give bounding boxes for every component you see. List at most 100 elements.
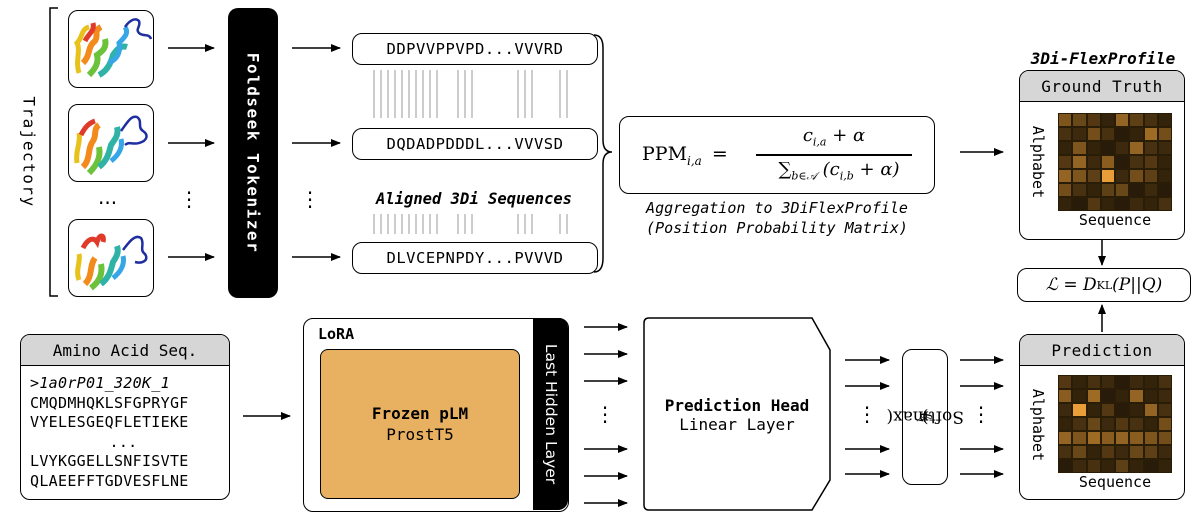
trajectory-label: Trajectory [19, 96, 39, 208]
vertical-ellipsis: ··· [185, 181, 193, 219]
ground-truth-heatmap [1058, 113, 1172, 211]
heatmap-cell [1157, 141, 1172, 155]
heatmap-cell [1115, 445, 1130, 459]
heatmap-cell [1115, 459, 1130, 473]
heatmap-cell [1058, 127, 1073, 141]
heatmap-cell [1100, 445, 1115, 459]
heatmap-cell [1072, 417, 1087, 431]
heatmap-cell [1115, 155, 1130, 169]
heatmap-cell [1072, 389, 1087, 403]
heatmap-cell [1058, 183, 1073, 197]
heatmap-cell [1086, 197, 1101, 211]
prediction-head-subtitle: Linear Layer [679, 415, 795, 434]
aggregation-brace [593, 34, 613, 273]
amino-acid-title: Amino Acid Seq. [21, 335, 229, 366]
amino-acid-card: Amino Acid Seq. >1a0rP01_320K_1 CMQDMHQK… [20, 334, 230, 500]
heatmap-cell [1058, 403, 1073, 417]
heatmap-cell [1157, 127, 1172, 141]
heatmap-cell [1072, 459, 1087, 473]
heatmap-cell [1100, 459, 1115, 473]
sequence-line: LVYKGGELLSNFISVTE [30, 452, 189, 470]
heatmap-cell [1129, 127, 1144, 141]
heatmap-cell [1086, 403, 1101, 417]
alphabet-axis-label: Alphabet [1029, 125, 1047, 199]
heatmap-cell [1157, 431, 1172, 445]
heatmap-cell [1115, 403, 1130, 417]
heatmap-cell [1129, 431, 1144, 445]
heatmap-cell [1129, 459, 1144, 473]
heatmap-cell [1115, 417, 1130, 431]
heatmap-cell [1058, 459, 1073, 473]
trajectory-bracket [49, 7, 58, 297]
heatmap-cell [1115, 431, 1130, 445]
heatmap-cell [1129, 169, 1144, 183]
heatmap-cell [1072, 155, 1087, 169]
heatmap-cell [1129, 403, 1144, 417]
ppm-lhs: PPMi,a = [642, 143, 728, 168]
heatmap-cell [1086, 375, 1101, 389]
heatmap-cell [1115, 375, 1130, 389]
vertical-ellipsis: ··· [977, 396, 985, 434]
heatmap-cell [1086, 417, 1101, 431]
vertical-ellipsis: ··· [863, 396, 871, 434]
heatmap-cell [1086, 155, 1101, 169]
heatmap-cell [1058, 113, 1073, 127]
ppm-numerator: ci,a + α [802, 125, 866, 149]
heatmap-cell [1143, 155, 1158, 169]
heatmap-cell [1143, 403, 1158, 417]
heatmap-cell [1072, 431, 1087, 445]
heatmap-cell [1129, 375, 1144, 389]
heatmap-cell [1129, 141, 1144, 155]
heatmap-cell [1072, 445, 1087, 459]
heatmap-cell [1086, 459, 1101, 473]
sequence-line: ... [109, 432, 138, 451]
sequence-line: VYELESGEQFLETIEKE [30, 413, 189, 431]
heatmap-cell [1143, 445, 1158, 459]
heatmap-cell [1100, 127, 1115, 141]
heatmap-cell [1129, 389, 1144, 403]
heatmap-cell [1157, 459, 1172, 473]
heatmap-cell [1100, 197, 1115, 211]
heatmap-cell [1086, 431, 1101, 445]
heatmap-cell [1129, 183, 1144, 197]
foldseek-tokenizer-block: Foldseek Tokenizer [228, 8, 278, 298]
heatmap-cell [1086, 169, 1101, 183]
prediction-head-text: Prediction Head Linear Layer [644, 396, 830, 434]
alphabet-axis-label: Alphabet [1029, 388, 1047, 462]
heatmap-cell [1157, 183, 1172, 197]
flexprofile-title: 3Di-FlexProfile [1030, 49, 1176, 68]
protein-structure-image [68, 10, 154, 88]
vertical-ellipsis: ··· [601, 396, 609, 434]
protein-structure-image [68, 104, 154, 182]
heatmap-cell [1115, 169, 1130, 183]
heatmap-cell [1143, 141, 1158, 155]
row-ellipsis: ... [98, 185, 118, 209]
heatmap-cell [1100, 155, 1115, 169]
heatmap-cell [1143, 375, 1158, 389]
lora-label: LoRA [318, 325, 355, 343]
heatmap-cell [1072, 141, 1087, 155]
heatmap-cell [1115, 389, 1130, 403]
prediction-head-title: Prediction Head [664, 396, 810, 415]
plm-name: ProstT5 [386, 425, 454, 444]
heatmap-cell [1086, 389, 1101, 403]
sequence-axis-label: Sequence [1078, 473, 1152, 491]
protein-structure-image [68, 219, 154, 297]
hidden-to-head-arrows [584, 323, 628, 507]
aggregation-caption: Aggregation to 3DiFlexProfile (Position … [646, 199, 908, 237]
heatmap-cell [1100, 141, 1115, 155]
sequence-line: QLAEEFFTGDVESFLNE [30, 471, 189, 490]
softmax-box: Softmax(ℓi) [886, 349, 964, 485]
heatmap-cell [1157, 113, 1172, 127]
sequence-axis-label: Sequence [1078, 211, 1152, 229]
last-hidden-layer-label: Last Hidden Layer [541, 343, 560, 485]
fraction-bar [756, 154, 912, 156]
heatmap-cell [1129, 197, 1144, 211]
heatmap-cell [1072, 375, 1087, 389]
heatmap-cell [1143, 113, 1158, 127]
heatmap-cell [1100, 169, 1115, 183]
heatmap-cell [1115, 197, 1130, 211]
heatmap-cell [1058, 155, 1073, 169]
heatmap-cell [1129, 445, 1144, 459]
